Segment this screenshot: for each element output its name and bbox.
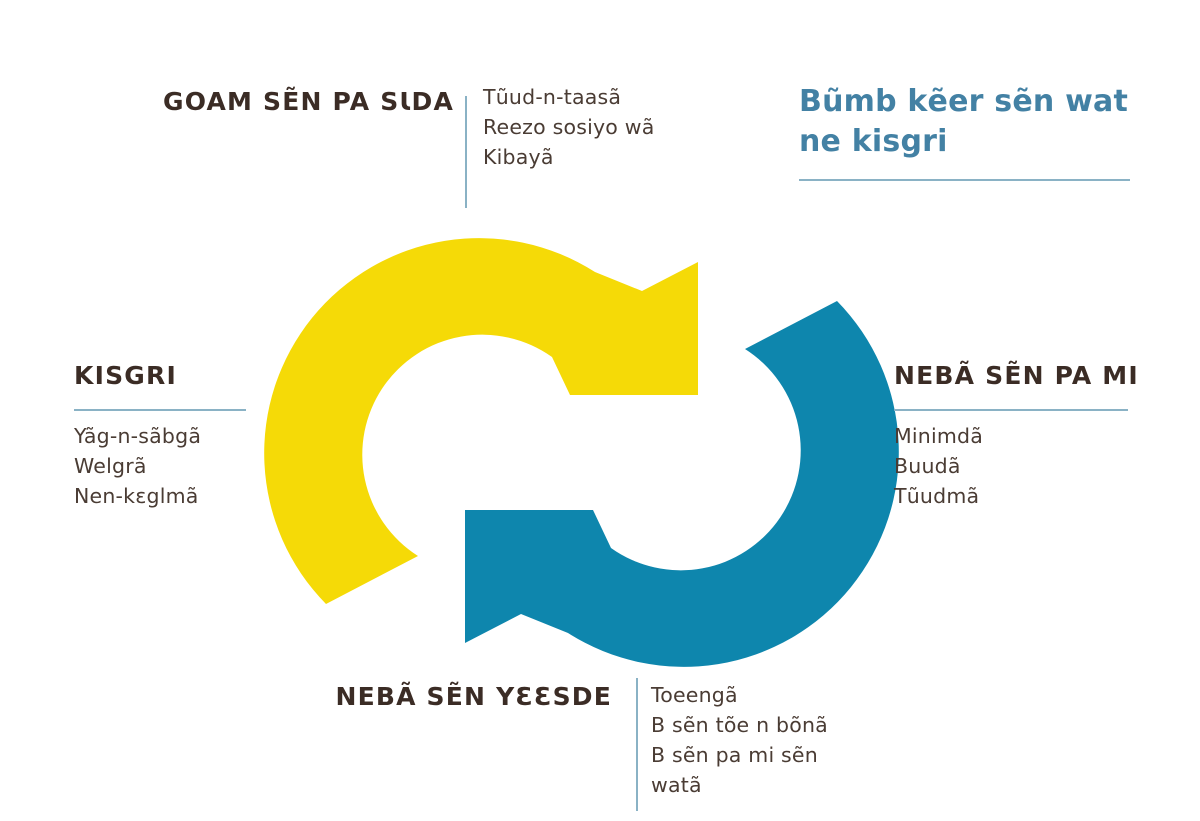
section-heading-left: KISGRI [74, 361, 177, 390]
list-item: Tũud-n-taasã [483, 85, 622, 109]
title-underline [799, 179, 1130, 181]
list-item: Buudã [894, 454, 961, 478]
section-heading-right: NEBÃ SẼN PA MI [894, 361, 1139, 390]
list-item: Reezo sosiyo wã [483, 115, 655, 139]
cycle-arrow-yellow [264, 238, 698, 605]
list-item: Nen-kɛglmã [74, 484, 199, 508]
list-item: Tũudmã [894, 484, 980, 508]
top-divider-line [465, 96, 467, 208]
section-heading-top: GOAM SẼN PA SƖDA [162, 87, 454, 116]
list-item: Minimdã [894, 424, 984, 448]
list-item: B sẽn tõe n bõnã [651, 713, 828, 737]
list-item: Yãg-n-sãbgã [74, 424, 202, 448]
list-item: Toeengã [651, 683, 738, 707]
list-item: Kibayã [483, 145, 554, 169]
list-item: B sẽn pa mi sẽn watã [651, 743, 818, 797]
bottom-list: Toeengã B sẽn tõe n bõnã B sẽn pa mi sẽn w… [651, 680, 839, 800]
right-underline [894, 409, 1128, 411]
cycle-arrow-blue [465, 301, 899, 667]
section-heading-bottom: NEBÃ SẼN YƐƐSDE [335, 682, 612, 711]
bottom-divider-line [636, 678, 638, 811]
page-title: Bũmb kẽer sẽn wat ne kisgri [799, 84, 1128, 159]
left-underline [74, 409, 246, 411]
list-item: Welgrã [74, 454, 147, 478]
